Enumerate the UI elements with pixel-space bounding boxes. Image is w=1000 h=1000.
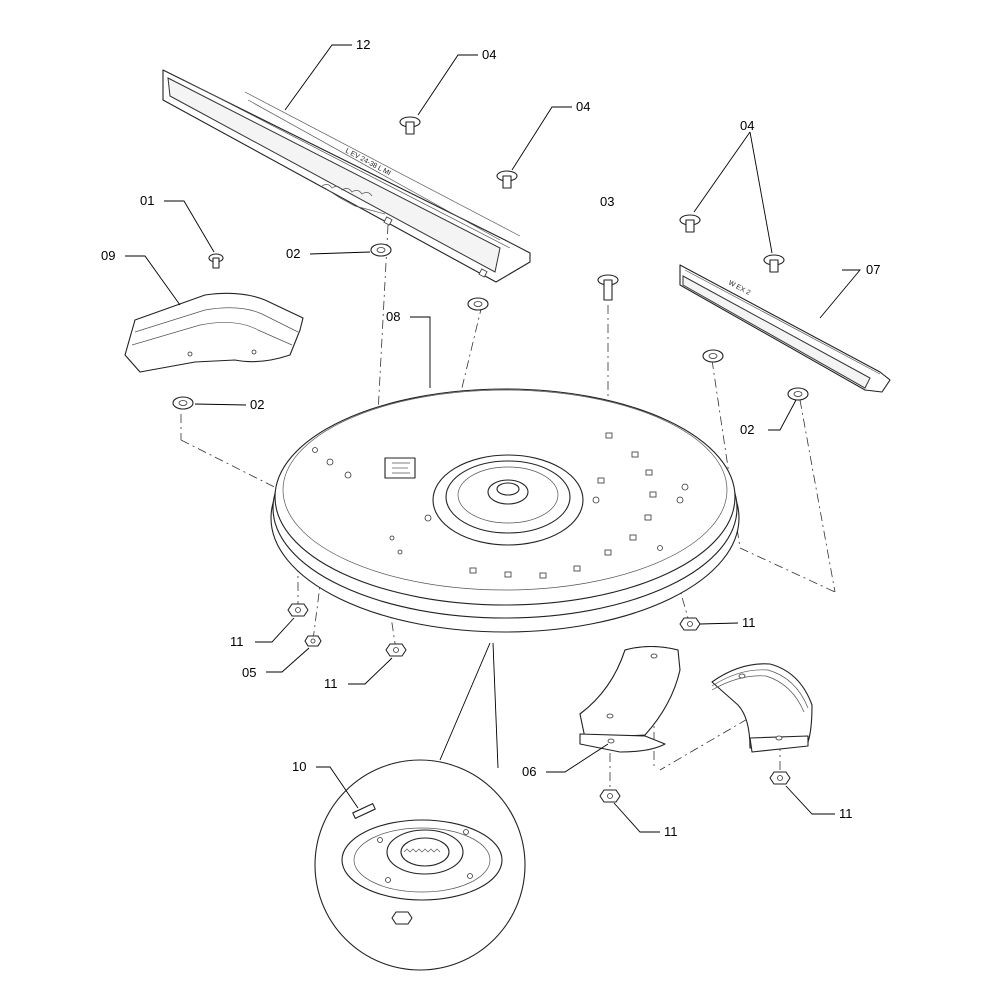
part-06-counterweight: [579, 645, 681, 753]
callout-11-e: 11: [839, 806, 853, 821]
callout-03: 03: [600, 194, 614, 209]
callout-02-b: 02: [250, 397, 264, 412]
callout-09: 09: [101, 248, 115, 263]
part-04-bolt-a: [399, 116, 421, 135]
callout-11-b: 11: [324, 676, 338, 691]
part-02-washer-d: [702, 349, 724, 363]
callout-11-a: 11: [230, 634, 244, 649]
part-11-nut-c: [679, 617, 701, 631]
callout-12: 12: [356, 37, 370, 52]
part-11-nut-e: [769, 771, 791, 785]
part-04-bolt-b: [496, 170, 518, 189]
part-02-washer-c: [172, 396, 194, 410]
part-06-counterweight-stack: [711, 663, 813, 753]
part-03-bolt: [597, 274, 619, 301]
callout-10: 10: [292, 759, 306, 774]
callout-leaders: [125, 44, 861, 833]
part-01-bolt: [208, 253, 224, 269]
part-11-nut-b: [385, 643, 407, 657]
callout-06: 06: [522, 764, 536, 779]
callout-11-c: 11: [742, 615, 756, 630]
callout-01: 01: [140, 193, 154, 208]
callout-05: 05: [242, 665, 256, 680]
part-11-nut-a: [287, 603, 309, 617]
part-09-guard: [124, 292, 304, 373]
part-08-disc: [270, 388, 740, 633]
callout-02-c: 02: [740, 422, 754, 437]
callout-04-c: 04: [740, 118, 754, 133]
part-11-nut-d: [599, 789, 621, 803]
callout-labels: 12 04 04 04 01 09 02 03 07 08 02 02 11 0…: [101, 37, 880, 839]
part-07-knife-right: W EX 2: [679, 264, 891, 393]
part-02-washer-b: [467, 297, 489, 311]
callout-11-d: 11: [664, 824, 678, 839]
part-04-bolt-d: [763, 254, 785, 273]
part-02-washer-a: [370, 243, 392, 257]
detail-view-hub: [314, 642, 526, 971]
part-05-nut: [304, 635, 322, 647]
callout-04-b: 04: [576, 99, 590, 114]
callout-02-a: 02: [286, 246, 300, 261]
callout-07: 07: [866, 262, 880, 277]
callout-04-a: 04: [482, 47, 496, 62]
callout-08: 08: [386, 309, 400, 324]
part-02-washer-e: [787, 387, 809, 401]
part-12-knife-upper: L EV 24-38 L MI: [162, 69, 531, 283]
part-04-bolt-c: [679, 214, 701, 233]
